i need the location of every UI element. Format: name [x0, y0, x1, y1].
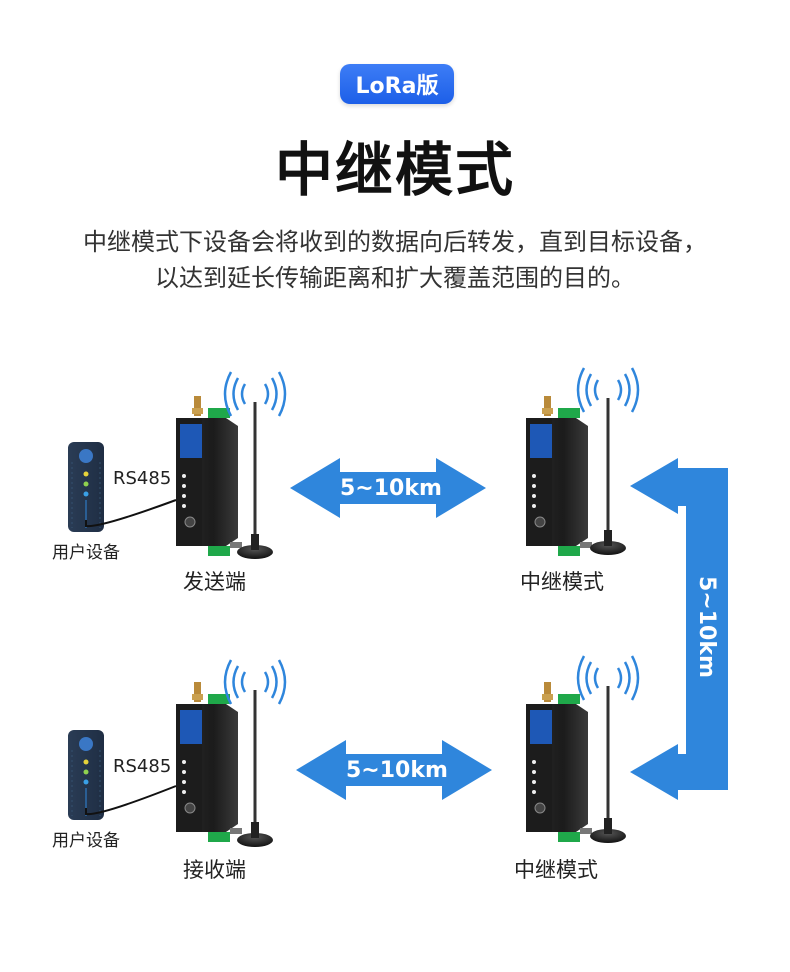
link-arrow-top — [290, 458, 486, 518]
relay-device-2 — [525, 654, 640, 845]
description: 中继模式下设备会将收到的数据向后转发，直到目标设备， 以达到延长传输距离和扩大覆… — [20, 224, 770, 296]
rs485-label-bottom: RS485 — [113, 756, 172, 777]
receiver-device — [175, 658, 287, 849]
link-arrow-vertical — [630, 458, 728, 800]
description-line-1: 中继模式下设备会将收到的数据向后转发，直到目标设备， — [83, 228, 707, 256]
relay-label-2: 中继模式 — [514, 858, 598, 882]
relay-label-1: 中继模式 — [520, 570, 604, 594]
sender-label: 发送端 — [183, 570, 246, 594]
description-line-2: 以达到延长传输距离和扩大覆盖范围的目的。 — [155, 264, 635, 292]
lora-badge: LoRa版 — [340, 64, 454, 104]
user-device-bottom — [67, 729, 105, 821]
user-device-top — [67, 441, 105, 533]
user-device-label-bottom: 用户设备 — [52, 831, 120, 851]
top-distance-label: 5~10km — [340, 476, 442, 501]
relay-device-1 — [525, 366, 640, 557]
vertical-distance-label: 5~10km — [694, 576, 719, 678]
user-device-label-top: 用户设备 — [52, 543, 120, 563]
sender-device — [175, 370, 287, 561]
receiver-label: 接收端 — [183, 858, 246, 882]
page-title: 中继模式 — [274, 136, 515, 204]
bottom-distance-label: 5~10km — [346, 758, 448, 783]
link-arrow-bottom — [296, 740, 492, 800]
rs485-label-top: RS485 — [113, 468, 172, 489]
